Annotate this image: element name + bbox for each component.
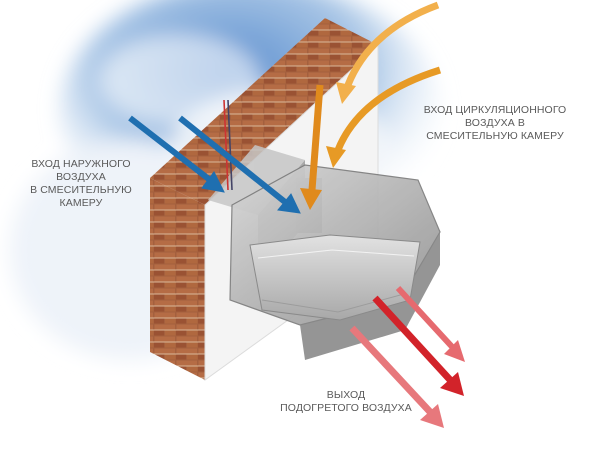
label-recirculated-air-line: ВХОД ЦИРКУЛЯЦИОННОГО <box>423 104 567 116</box>
label-outside-air-line: ВОЗДУХА <box>56 171 106 183</box>
label-outside-air-line: ВХОД НАРУЖНОГО <box>31 158 131 170</box>
recirculated-air-arrows <box>300 1 442 210</box>
label-heated-air-output: ВЫХОД ПОДОГРЕТОГО ВОЗДУХА <box>256 389 436 415</box>
label-outside-air: ВХОД НАРУЖНОГО ВОЗДУХА В СМЕСИТЕЛЬНУЮ КА… <box>22 158 140 210</box>
power-wires <box>223 99 233 191</box>
label-recirculated-air: ВХОД ЦИРКУЛЯЦИОННОГО ВОЗДУХА В СМЕСИТЕЛЬ… <box>420 104 570 143</box>
label-outside-air-line: КАМЕРУ <box>59 197 103 209</box>
label-heated-air-line: ВЫХОД <box>326 389 366 401</box>
brick-wall-top <box>150 18 378 205</box>
label-recirculated-air-line: ВОЗДУХА В <box>465 117 525 129</box>
brick-wall-side <box>150 178 205 380</box>
heated-air-arrows <box>349 285 465 428</box>
label-outside-air-line: В СМЕСИТЕЛЬНУЮ <box>30 184 132 196</box>
label-recirculated-air-line: СМЕСИТЕЛЬНУЮ КАМЕРУ <box>426 130 564 142</box>
label-heated-air-line: ПОДОГРЕТОГО ВОЗДУХА <box>280 402 412 414</box>
outside-air-arrows <box>128 115 301 214</box>
